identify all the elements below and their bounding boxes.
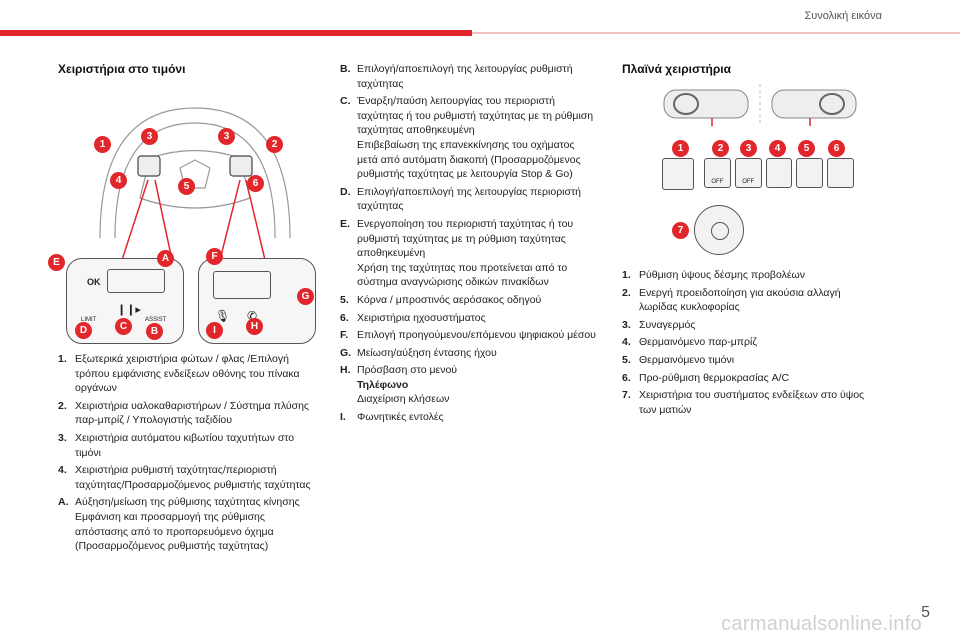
watermark: carmanualsonline.info bbox=[721, 613, 922, 635]
callout-right-6: 6 bbox=[828, 140, 845, 157]
list-item: E.Ενεργοποίηση του περιοριστή ταχύτητας … bbox=[340, 217, 574, 289]
ac-preset-button[interactable] bbox=[827, 158, 854, 188]
callout-lines-left bbox=[121, 179, 266, 261]
right-heading: Πλαϊνά χειριστήρια bbox=[622, 62, 732, 76]
callout-2: 2 bbox=[266, 136, 283, 153]
callout-B: B bbox=[146, 323, 163, 340]
callout-G: G bbox=[297, 288, 314, 305]
page-number: 5 bbox=[921, 604, 930, 621]
limit-label: LIMIT bbox=[81, 317, 97, 323]
callout-right-5: 5 bbox=[798, 140, 815, 157]
phone-menu-term: Τηλέφωνο bbox=[357, 378, 409, 391]
list-item: 3.Συναγερμός bbox=[622, 318, 696, 331]
callout-1: 1 bbox=[94, 136, 111, 153]
header-rule bbox=[472, 32, 960, 34]
list-item: 1.Εξωτερικά χειριστήρια φώτων / φλας /Επ… bbox=[58, 353, 300, 395]
list-item: 5.Κόρνα / μπροστινός αερόσακος οδηγού bbox=[340, 293, 542, 306]
hud-center-button[interactable] bbox=[711, 222, 729, 240]
callout-right-3: 3 bbox=[740, 140, 757, 157]
microphone-icon: 🎙 bbox=[215, 309, 231, 323]
left-heading: Χειριστήρια στο τιμόνι bbox=[58, 62, 186, 76]
section-title: Συνολική εικόνα bbox=[804, 10, 882, 22]
callout-3-left: 3 bbox=[141, 128, 158, 145]
list-item: G.Μείωση/αύξηση έντασης ήχου bbox=[340, 346, 497, 359]
phone-icon: ✆ bbox=[247, 309, 258, 323]
list-item: 6.Χειριστήρια ηχοσυστήματος bbox=[340, 311, 486, 324]
dashboard-location-diagram bbox=[663, 84, 857, 126]
callout-C: C bbox=[115, 318, 132, 335]
side-button-row: OFF OFF bbox=[704, 158, 854, 188]
assist-label: ASSIST bbox=[145, 317, 167, 323]
callout-A: A bbox=[157, 250, 174, 267]
callout-5: 5 bbox=[178, 178, 195, 195]
headlamp-adjust-thumbwheel[interactable] bbox=[662, 158, 694, 190]
list-item: B.Επιλογή/αποεπιλογή της λειτουργίας ρυθ… bbox=[340, 63, 573, 90]
list-item: 3.Χειριστήρια αυτόματου κιβωτίου ταχυτήτ… bbox=[58, 431, 295, 459]
list-item: 4.Θερμαινόμενο παρ-μπρίζ bbox=[622, 336, 757, 349]
media-selector-wheel[interactable] bbox=[213, 271, 271, 299]
list-item: A.Αύξηση/μείωση της ρύθμισης ταχύτητας κ… bbox=[58, 496, 300, 553]
list-item: 4.Χειριστήρια ρυθμιστή ταχύτητας/περιορι… bbox=[58, 464, 311, 491]
list-item: D.Επιλογή/αποεπιλογή της λειτουργίας περ… bbox=[340, 185, 581, 213]
alarm-button[interactable]: OFF bbox=[734, 158, 762, 188]
callout-D: D bbox=[75, 322, 92, 339]
list-item: 2.Ενεργή προειδοποίηση για ακούσια αλλαγ… bbox=[622, 286, 841, 314]
callout-4: 4 bbox=[110, 172, 127, 189]
callout-F: F bbox=[206, 248, 223, 265]
callout-I: I bbox=[206, 322, 223, 339]
ok-label: OK bbox=[87, 277, 101, 287]
lane-departure-button[interactable]: OFF bbox=[704, 158, 731, 188]
callout-right-7: 7 bbox=[672, 222, 689, 239]
head-up-display-control-pad[interactable] bbox=[694, 205, 744, 255]
middle-legend-list: B.Επιλογή/αποεπιλογή της λειτουργίας ρυθ… bbox=[340, 62, 610, 428]
header-accent-bar bbox=[0, 30, 472, 36]
list-item: C.Έναρξη/παύση λειτουργίας του περιοριστ… bbox=[340, 95, 594, 181]
callout-6: 6 bbox=[247, 175, 264, 192]
right-legend-list: 1.Ρύθμιση ύψους δέσμης προβολέων 2.Ενεργ… bbox=[622, 268, 902, 420]
list-item: F.Επιλογή προηγούμενου/επόμενου ψηφιακού… bbox=[340, 329, 596, 342]
list-item: 2.Χειριστήρια υαλοκαθαριστήρων / Σύστημα… bbox=[58, 399, 309, 427]
callout-3-right: 3 bbox=[218, 128, 235, 145]
list-item: 5.Θερμαινόμενο τιμόνι bbox=[622, 353, 735, 366]
list-item: I.Φωνητικές εντολές bbox=[340, 411, 444, 424]
list-item: 7.Χειριστήρια του συστήματος ενδείξεων σ… bbox=[622, 389, 865, 416]
callout-right-2: 2 bbox=[712, 140, 729, 157]
list-item: 6.Προ-ρύθμιση θερμοκρασίας A/C bbox=[622, 371, 790, 384]
callout-right-4: 4 bbox=[769, 140, 786, 157]
callout-E: E bbox=[48, 254, 65, 271]
callout-H: H bbox=[246, 318, 263, 335]
speed-adjust-rocker[interactable] bbox=[107, 269, 165, 293]
left-legend-list: 1.Εξωτερικά χειριστήρια φώτων / φλας /Επ… bbox=[58, 352, 336, 557]
heated-windscreen-button[interactable] bbox=[765, 158, 793, 188]
list-item: 1.Ρύθμιση ύψους δέσμης προβολέων bbox=[622, 269, 805, 281]
pause-resume-icon: ❙❙▸ bbox=[117, 304, 141, 316]
heated-steering-wheel-button[interactable] bbox=[796, 158, 824, 188]
callout-right-1: 1 bbox=[672, 140, 689, 157]
